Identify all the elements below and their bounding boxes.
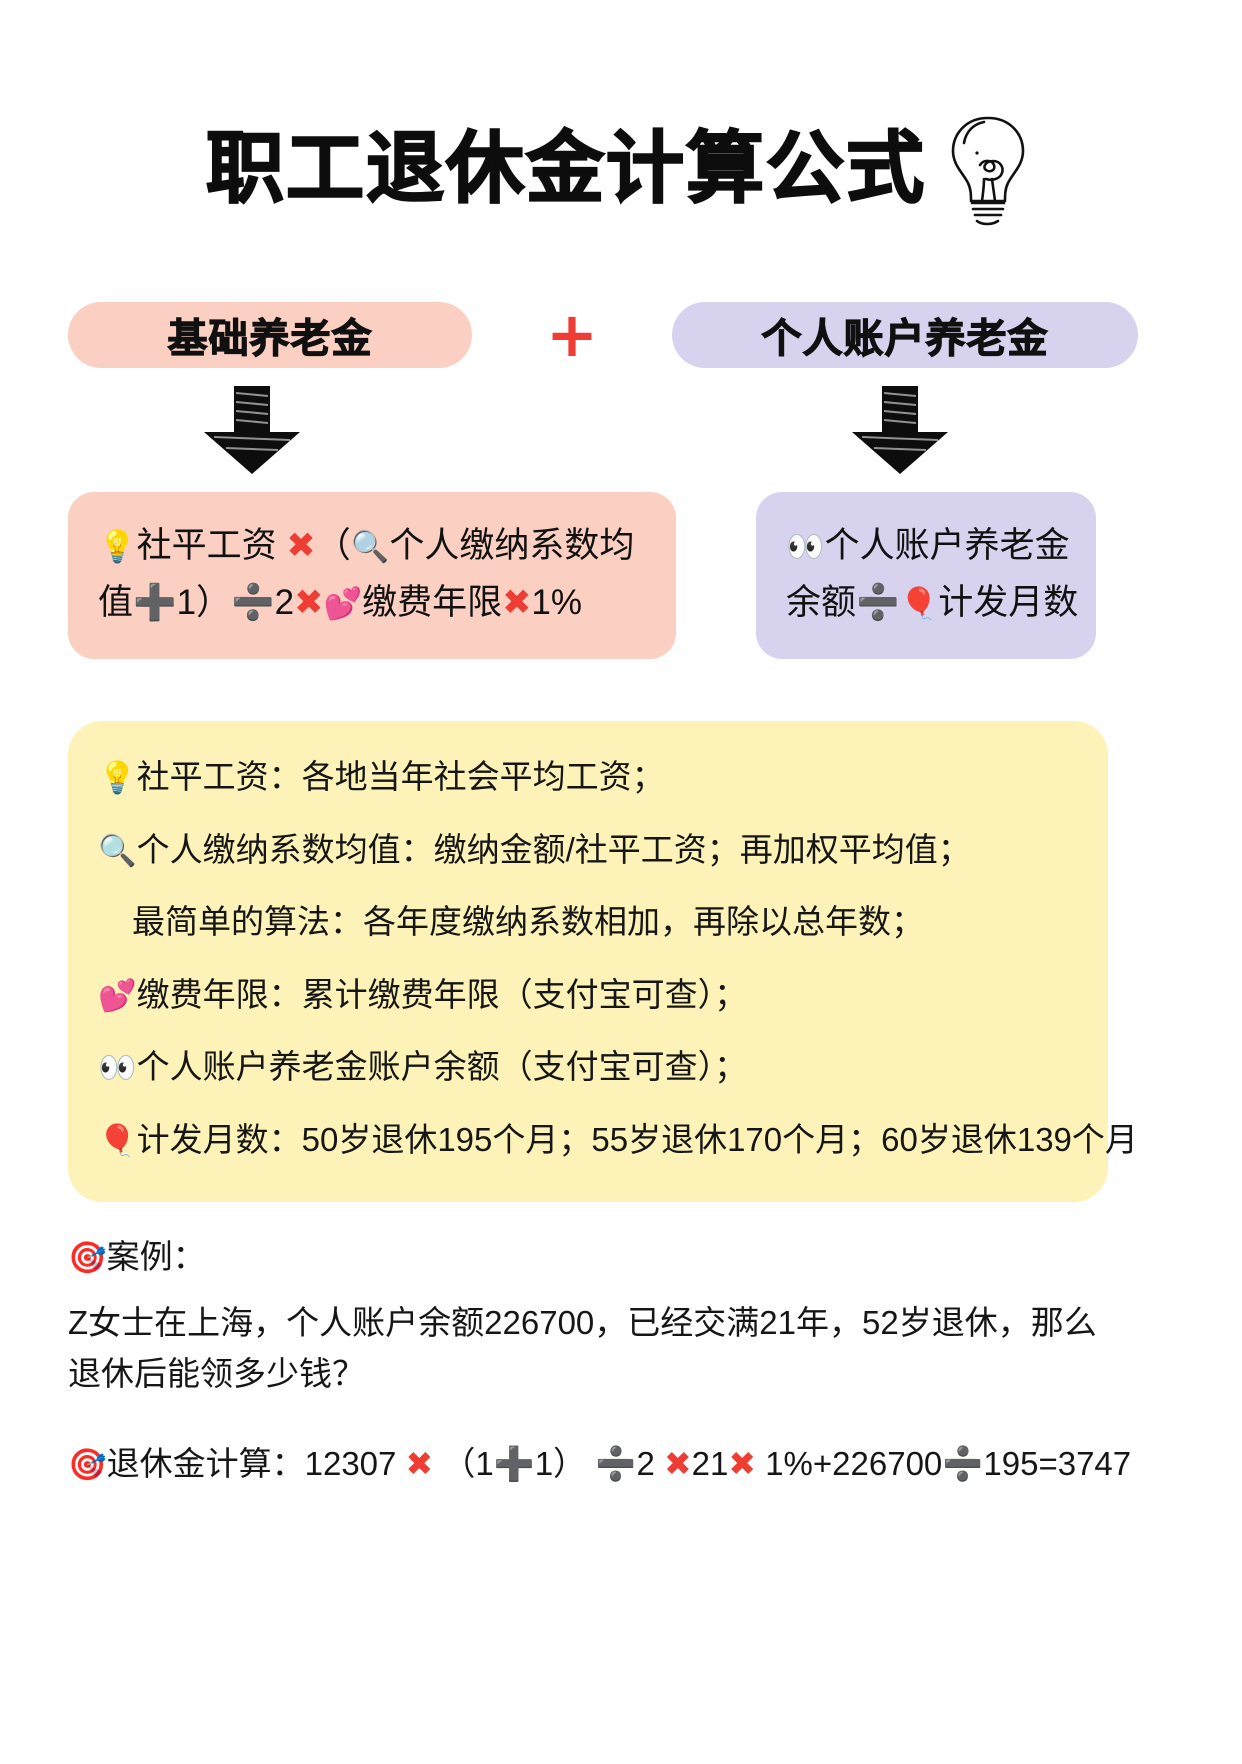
calc-equals: = bbox=[1038, 1445, 1058, 1483]
note-item: 最简单的算法：各年度缴纳系数相加，再除以总年数； bbox=[98, 900, 1074, 944]
calc-salary: 12307 bbox=[304, 1445, 397, 1483]
calc-result: 3747 bbox=[1057, 1445, 1132, 1483]
down-arrow-right-icon bbox=[852, 386, 948, 474]
case-heading-text: 案例： bbox=[106, 1238, 206, 1276]
dart-emoji-icon: 🎯 bbox=[68, 1447, 107, 1484]
case-study-block: 🎯案例： Z女士在上海，个人账户余额226700，已经交满21年，52岁退休，那… bbox=[68, 1236, 1132, 1486]
calc-paren-open: （ bbox=[442, 1445, 476, 1483]
balloon-emoji-icon: 🎈 bbox=[98, 1122, 137, 1159]
page-title-row: 职工退休金计算公式 bbox=[0, 108, 1242, 228]
basic-formula-avg-salary: 社平工资 bbox=[136, 526, 277, 565]
note-text: 缴费年限：累计缴费年限（支付宝可查）； bbox=[136, 975, 748, 1013]
personal-formula-label: 个人账户养老金 bbox=[824, 526, 1070, 565]
calc-multiply-1: ✖ bbox=[405, 1444, 434, 1484]
personal-formula-line-1: 👀个人账户养老金 bbox=[786, 518, 1070, 575]
personal-account-pension-pill: 个人账户养老金 bbox=[672, 302, 1138, 368]
lightbulb-emoji-icon: 💡 bbox=[98, 529, 137, 565]
formula-pills-row: 基础养老金 + 个人账户养老金 bbox=[0, 302, 1242, 368]
multiply-operator-2: ✖ bbox=[294, 582, 324, 623]
calc-one-a: 1 bbox=[475, 1445, 494, 1483]
case-calc-label: 退休金计算： bbox=[106, 1445, 305, 1483]
formula-boxes-row: 💡社平工资 ✖（🔍个人缴纳系数均 值➕1）➗2✖💕缴费年限✖1% 👀个人账户养老… bbox=[0, 492, 1242, 660]
calc-multiply-2: ✖ bbox=[663, 1444, 692, 1484]
plus-operator-icon: + bbox=[546, 298, 598, 371]
calc-divide-1: ➗ bbox=[595, 1444, 637, 1484]
notes-card: 💡社平工资：各地当年社会平均工资； 🔍个人缴纳系数均值：缴纳金额/社平工资；再加… bbox=[68, 721, 1138, 1203]
plus-operator: ➕ bbox=[133, 582, 177, 623]
arrows-row bbox=[0, 384, 1242, 484]
personal-formula-balance: 余额 bbox=[786, 582, 857, 622]
note-text: 个人账户养老金账户余额（支付宝可查）； bbox=[136, 1048, 748, 1086]
note-item: 💕缴费年限：累计缴费年限（支付宝可查）； bbox=[98, 973, 1074, 1018]
eyes-emoji-icon: 👀 bbox=[786, 529, 825, 565]
magnifier-emoji-icon: 🔍 bbox=[98, 832, 137, 869]
lightbulb-emoji-icon: 💡 bbox=[98, 760, 137, 797]
note-item: 🔍个人缴纳系数均值：缴纳金额/社平工资；再加权平均值； bbox=[98, 828, 1074, 873]
basic-formula-value-char: 值 bbox=[98, 582, 134, 622]
personal-formula-line-2: 余额➗🎈计发月数 bbox=[786, 575, 1078, 632]
basic-formula-coefficient: 个人缴纳系数均 bbox=[389, 526, 635, 565]
calc-multiply-3: ✖ bbox=[728, 1444, 757, 1484]
calc-months: 195 bbox=[983, 1445, 1039, 1483]
case-calculation: 🎯退休金计算：12307 ✖ （1➕1） ➗2 ✖21✖ 1%+226700➗1… bbox=[68, 1443, 1132, 1486]
calc-plus: ➕ bbox=[493, 1444, 535, 1484]
case-heading: 🎯案例： bbox=[68, 1236, 1128, 1279]
personal-formula-months: 计发月数 bbox=[938, 582, 1079, 622]
basic-formula-line-2: 值➕1）➗2✖💕缴费年限✖1% bbox=[98, 575, 646, 632]
note-item: 💡社平工资：各地当年社会平均工资； bbox=[98, 755, 1074, 800]
calc-one-b: 1） bbox=[534, 1445, 587, 1483]
multiply-operator-1: ✖ bbox=[286, 526, 316, 566]
eyes-emoji-icon: 👀 bbox=[98, 1050, 137, 1087]
note-text: 最简单的算法：各年度缴纳系数相加，再除以总年数； bbox=[132, 903, 924, 941]
dart-emoji-icon: 🎯 bbox=[68, 1240, 107, 1277]
hearts-emoji-icon: 💕 bbox=[323, 585, 363, 622]
magnifier-emoji-icon: 🔍 bbox=[350, 529, 390, 565]
calc-two: 2 bbox=[636, 1445, 655, 1483]
divide-operator-personal: ➗ bbox=[856, 582, 900, 623]
basic-formula-two: 2 bbox=[274, 582, 295, 622]
lightbulb-doodle-icon bbox=[951, 116, 1025, 226]
calc-percent: 1%+ bbox=[765, 1445, 833, 1483]
calc-balance: 226700 bbox=[832, 1445, 943, 1483]
calc-years: 21 bbox=[691, 1445, 729, 1483]
hearts-emoji-icon: 💕 bbox=[98, 977, 137, 1014]
basic-formula-percent: 1% bbox=[531, 582, 583, 622]
case-description: Z女士在上海，个人账户余额226700，已经交满21年，52岁退休，那么退休后能… bbox=[68, 1304, 1097, 1393]
multiply-operator-3: ✖ bbox=[502, 582, 532, 623]
basic-pension-formula-box: 💡社平工资 ✖（🔍个人缴纳系数均 值➕1）➗2✖💕缴费年限✖1% bbox=[68, 492, 676, 660]
note-item: 🎈计发月数：50岁退休195个月；55岁退休170个月；60岁退休139个月 bbox=[98, 1118, 1138, 1163]
personal-account-formula-box: 👀个人账户养老金 余额➗🎈计发月数 bbox=[756, 492, 1096, 660]
down-arrow-left-icon bbox=[204, 386, 300, 474]
note-text: 个人缴纳系数均值：缴纳金额/社平工资；再加权平均值； bbox=[136, 830, 971, 868]
note-text: 社平工资：各地当年社会平均工资； bbox=[136, 758, 665, 796]
balloon-emoji-icon: 🎈 bbox=[899, 585, 939, 622]
paren-open: （ bbox=[315, 526, 351, 565]
basic-formula-one-paren: 1） bbox=[176, 582, 232, 622]
calc-divide-2: ➗ bbox=[942, 1444, 984, 1484]
basic-pension-pill: 基础养老金 bbox=[68, 302, 472, 368]
page-title: 职工退休金计算公式 bbox=[205, 124, 926, 212]
divide-operator: ➗ bbox=[231, 582, 275, 623]
basic-formula-years: 缴费年限 bbox=[362, 582, 503, 622]
note-text: 计发月数：50岁退休195个月；55岁退休170个月；60岁退休139个月 bbox=[136, 1120, 1138, 1158]
basic-formula-line-1: 💡社平工资 ✖（🔍个人缴纳系数均 bbox=[98, 518, 646, 575]
note-item: 👀个人账户养老金账户余额（支付宝可查）； bbox=[98, 1045, 1074, 1090]
